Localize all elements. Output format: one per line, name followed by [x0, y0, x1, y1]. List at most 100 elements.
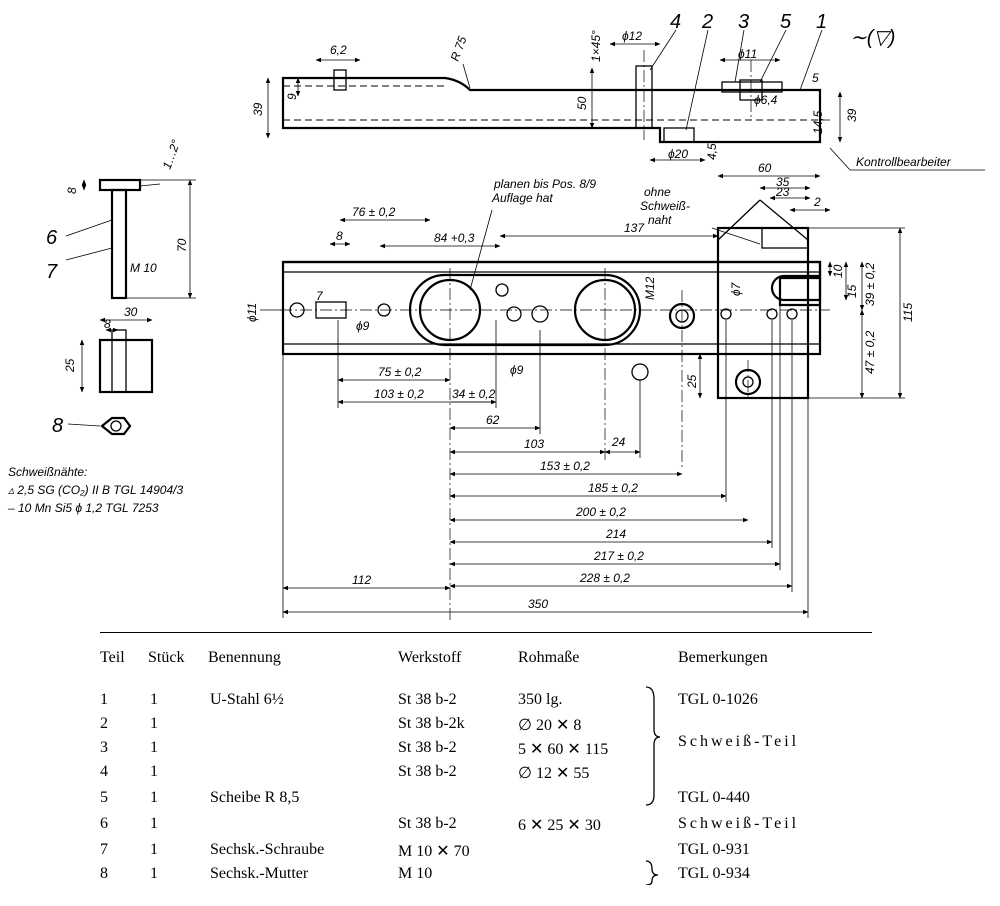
header-werkstoff: Werkstoff [398, 649, 462, 666]
left-detail-views [65, 178, 196, 436]
cell-werkstoff: St 38 b-2 [398, 815, 457, 832]
dim-14-5: 14,5 [811, 110, 825, 134]
dim-185: 185 ± 0,2 [588, 481, 638, 495]
cell-rohmasse: ∅ 12 ✕ 55 [518, 765, 590, 782]
dim-phi20: ϕ20 [668, 147, 688, 161]
dim-9: 9 [285, 93, 299, 100]
dim-228: 228 ± 0,2 [579, 571, 630, 585]
dim-25-left: 25 [63, 358, 77, 373]
dim-34: 34 ± 0,2 [452, 387, 496, 401]
cell-bemerkung: TGL 0-440 [678, 789, 750, 806]
cell-stueck: 1 [150, 815, 158, 832]
dim-phi9-left: ϕ9 [356, 319, 370, 333]
dim-39-right: 39 [845, 108, 859, 122]
position-3: 3 [738, 11, 749, 33]
group-brace [645, 686, 661, 885]
cell-werkstoff: M 10 [398, 865, 433, 882]
cell-teil: 5 [100, 789, 108, 806]
surface-finish-symbol: ∼(▽) [850, 27, 895, 49]
table-row: 5 1 Scheibe R 8,5 TGL 0-440 [100, 789, 872, 811]
cell-bemerkung: TGL 0-934 [678, 865, 750, 882]
dim-m10: M 10 [130, 261, 157, 275]
dim-phi12: ϕ12 [622, 29, 642, 43]
cell-stueck: 1 [150, 691, 158, 708]
dim-103-tol: 103 ± 0,2 [374, 387, 424, 401]
dim-23: 23 [775, 185, 790, 199]
position-1: 1 [816, 11, 827, 33]
cell-bemerkung: Schweiß-Teil [678, 733, 800, 750]
dim-103: 103 [524, 437, 544, 451]
dim-chamfer: 1×45° [589, 30, 603, 62]
dim-phi11-main: ϕ11 [245, 303, 259, 322]
position-6: 6 [46, 227, 58, 249]
main-view-dimensions [260, 173, 905, 618]
dim-30: 30 [124, 305, 138, 319]
dim-200: 200 ± 0,2 [575, 505, 626, 519]
table-row: 2 1 St 38 b-2k ∅ 20 ✕ 8 Schweiß-Teil [100, 715, 872, 750]
cell-stueck: 1 [150, 739, 158, 756]
left-detail-labels: 6 7 8 8 1…2° 70 M 10 30 8 25 [46, 138, 189, 437]
dim-8-left: 8 [65, 187, 79, 194]
dim-39-tol: 39 ± 0,2 [863, 262, 877, 306]
dim-phi6-4: ϕ6,4 [754, 93, 778, 107]
main-view [280, 199, 830, 620]
cell-werkstoff: M 10 ✕ 70 [398, 843, 470, 860]
cell-stueck: 1 [150, 789, 158, 806]
cell-teil: 1 [100, 691, 108, 708]
dim-6-2: 6,2 [330, 43, 347, 57]
cell-bemerkung: Schweiß-Teil [678, 815, 800, 832]
note-ohne-line1: ohne [644, 185, 671, 199]
dim-m12: M12 [643, 276, 657, 300]
dim-47-tol: 47 ± 0,2 [863, 330, 877, 374]
weld-note-title: Schweißnähte: [8, 465, 87, 479]
cell-stueck: 1 [150, 841, 158, 858]
dim-25-main: 25 [685, 374, 699, 389]
dim-phi11: ϕ11 [738, 47, 757, 61]
header-bemerkungen: Bemerkungen [678, 649, 768, 666]
cell-stueck: 1 [150, 715, 158, 732]
dim-62: 62 [486, 413, 500, 427]
dim-35: 35 [776, 175, 790, 189]
cell-rohmasse: 350 lg. [518, 691, 563, 708]
cell-benennung: Sechsk.-Schraube [210, 841, 325, 858]
cell-werkstoff: St 38 b-2k [398, 715, 465, 732]
table-row: 1 1 U-Stahl 6½ St 38 b-2 350 lg. TGL 0-1… [100, 691, 872, 713]
header-rohmasse: Rohmaße [518, 649, 580, 666]
dim-10: 10 [831, 264, 845, 278]
cell-stueck: 1 [150, 865, 158, 882]
weld-note-line2: – 10 Mn Si5 ϕ 1,2 TGL 7253 [7, 501, 159, 515]
dim-angle: 1…2° [160, 138, 184, 171]
cell-stueck: 1 [150, 763, 158, 780]
cell-benennung: Sechsk.-Mutter [210, 865, 309, 882]
cell-werkstoff: St 38 b-2 [398, 691, 457, 708]
table-row: 6 1 St 38 b-2 6 ✕ 25 ✕ 30 Schweiß-Teil [100, 815, 872, 837]
dim-39-left: 39 [251, 102, 265, 116]
dim-214: 214 [605, 527, 626, 541]
position-2: 2 [701, 11, 713, 33]
cell-werkstoff: St 38 b-2 [398, 739, 457, 756]
position-5: 5 [780, 11, 792, 33]
technical-drawing: 6,2 R 75 1×45° ϕ12 ϕ11 39 9 50 5 14,5 39… [7, 11, 985, 620]
dim-2: 2 [813, 195, 821, 209]
position-4: 4 [670, 11, 681, 33]
dim-7-main: 7 [316, 289, 324, 303]
parts-list-table: Teil Stück Benennung Werkstoff Rohmaße B… [100, 632, 872, 885]
cell-rohmasse: ∅ 20 ✕ 8 [518, 717, 582, 734]
cell-teil: 6 [100, 815, 108, 832]
cell-teil: 4 [100, 763, 108, 780]
dim-137: 137 [624, 221, 645, 235]
table-header-row: Teil Stück Benennung Werkstoff Rohmaße B… [100, 649, 872, 671]
dim-60: 60 [758, 161, 772, 175]
dim-70: 70 [175, 238, 189, 252]
header-teil: Teil [100, 649, 125, 666]
top-view [265, 29, 985, 171]
dim-8-small: 8 [104, 317, 111, 331]
dim-phi9-center: ϕ9 [510, 363, 524, 377]
dim-112: 112 [352, 573, 371, 587]
table-row: 8 1 Sechsk.-Mutter M 10 TGL 0-934 [100, 865, 872, 887]
cell-rohmasse: 6 ✕ 25 ✕ 30 [518, 817, 601, 834]
weld-note: Schweißnähte: ▵ 2,5 SG (CO₂) II B TGL 14… [7, 465, 183, 515]
dim-76: 76 ± 0,2 [352, 205, 396, 219]
dim-84: 84 +0,3 [434, 231, 475, 245]
cell-bemerkung: TGL 0-931 [678, 841, 750, 858]
